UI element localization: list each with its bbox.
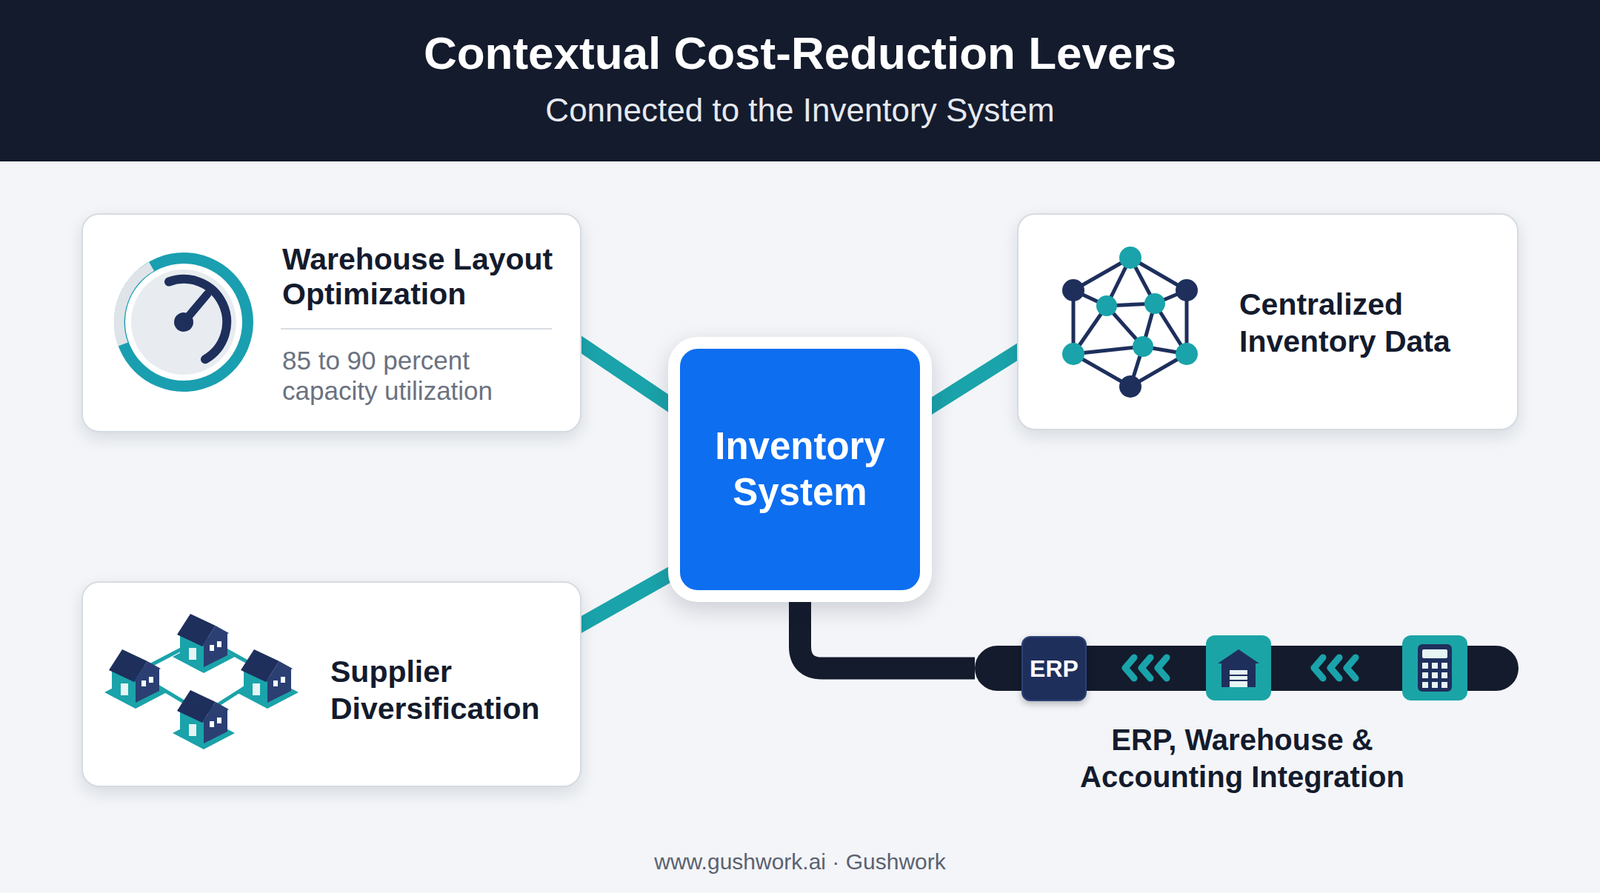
integration-bar: ERP, Warehouse & Accounting IntegrationE… xyxy=(974,645,1519,692)
lever-card: Warehouse Layout Optimization 85 to 90 pe… xyxy=(81,213,582,433)
card-heading: Centralized Inventory Data xyxy=(1239,285,1499,360)
card-heading: Warehouse Layout Optimization xyxy=(282,242,579,312)
integration-label: ERP, Warehouse & Accounting Integration xyxy=(1034,721,1450,796)
card-body: 85 to 90 percent capacity utilization xyxy=(282,345,535,406)
lever-card: Centralized Inventory Data xyxy=(1017,213,1519,431)
chip-label: ERP xyxy=(1024,654,1084,683)
footer-text: www.gushwork.ai · Gushwork xyxy=(0,848,1600,876)
header-band xyxy=(0,0,1600,162)
lever-card: Supplier Diversification xyxy=(81,581,582,788)
connector-line xyxy=(922,346,1026,412)
subtitle-text: Connected to the Inventory System xyxy=(0,91,1600,130)
connector-line xyxy=(572,339,677,410)
erp-chip: ERP xyxy=(1021,636,1087,702)
title-text: Contextual Cost-Reduction Levers xyxy=(0,25,1600,82)
connector-line xyxy=(800,602,975,669)
connector-line xyxy=(572,570,678,630)
card-heading: Supplier Diversification xyxy=(330,653,575,728)
hub-label: Inventory System xyxy=(688,423,912,516)
hub-box: Inventory System xyxy=(668,337,932,603)
